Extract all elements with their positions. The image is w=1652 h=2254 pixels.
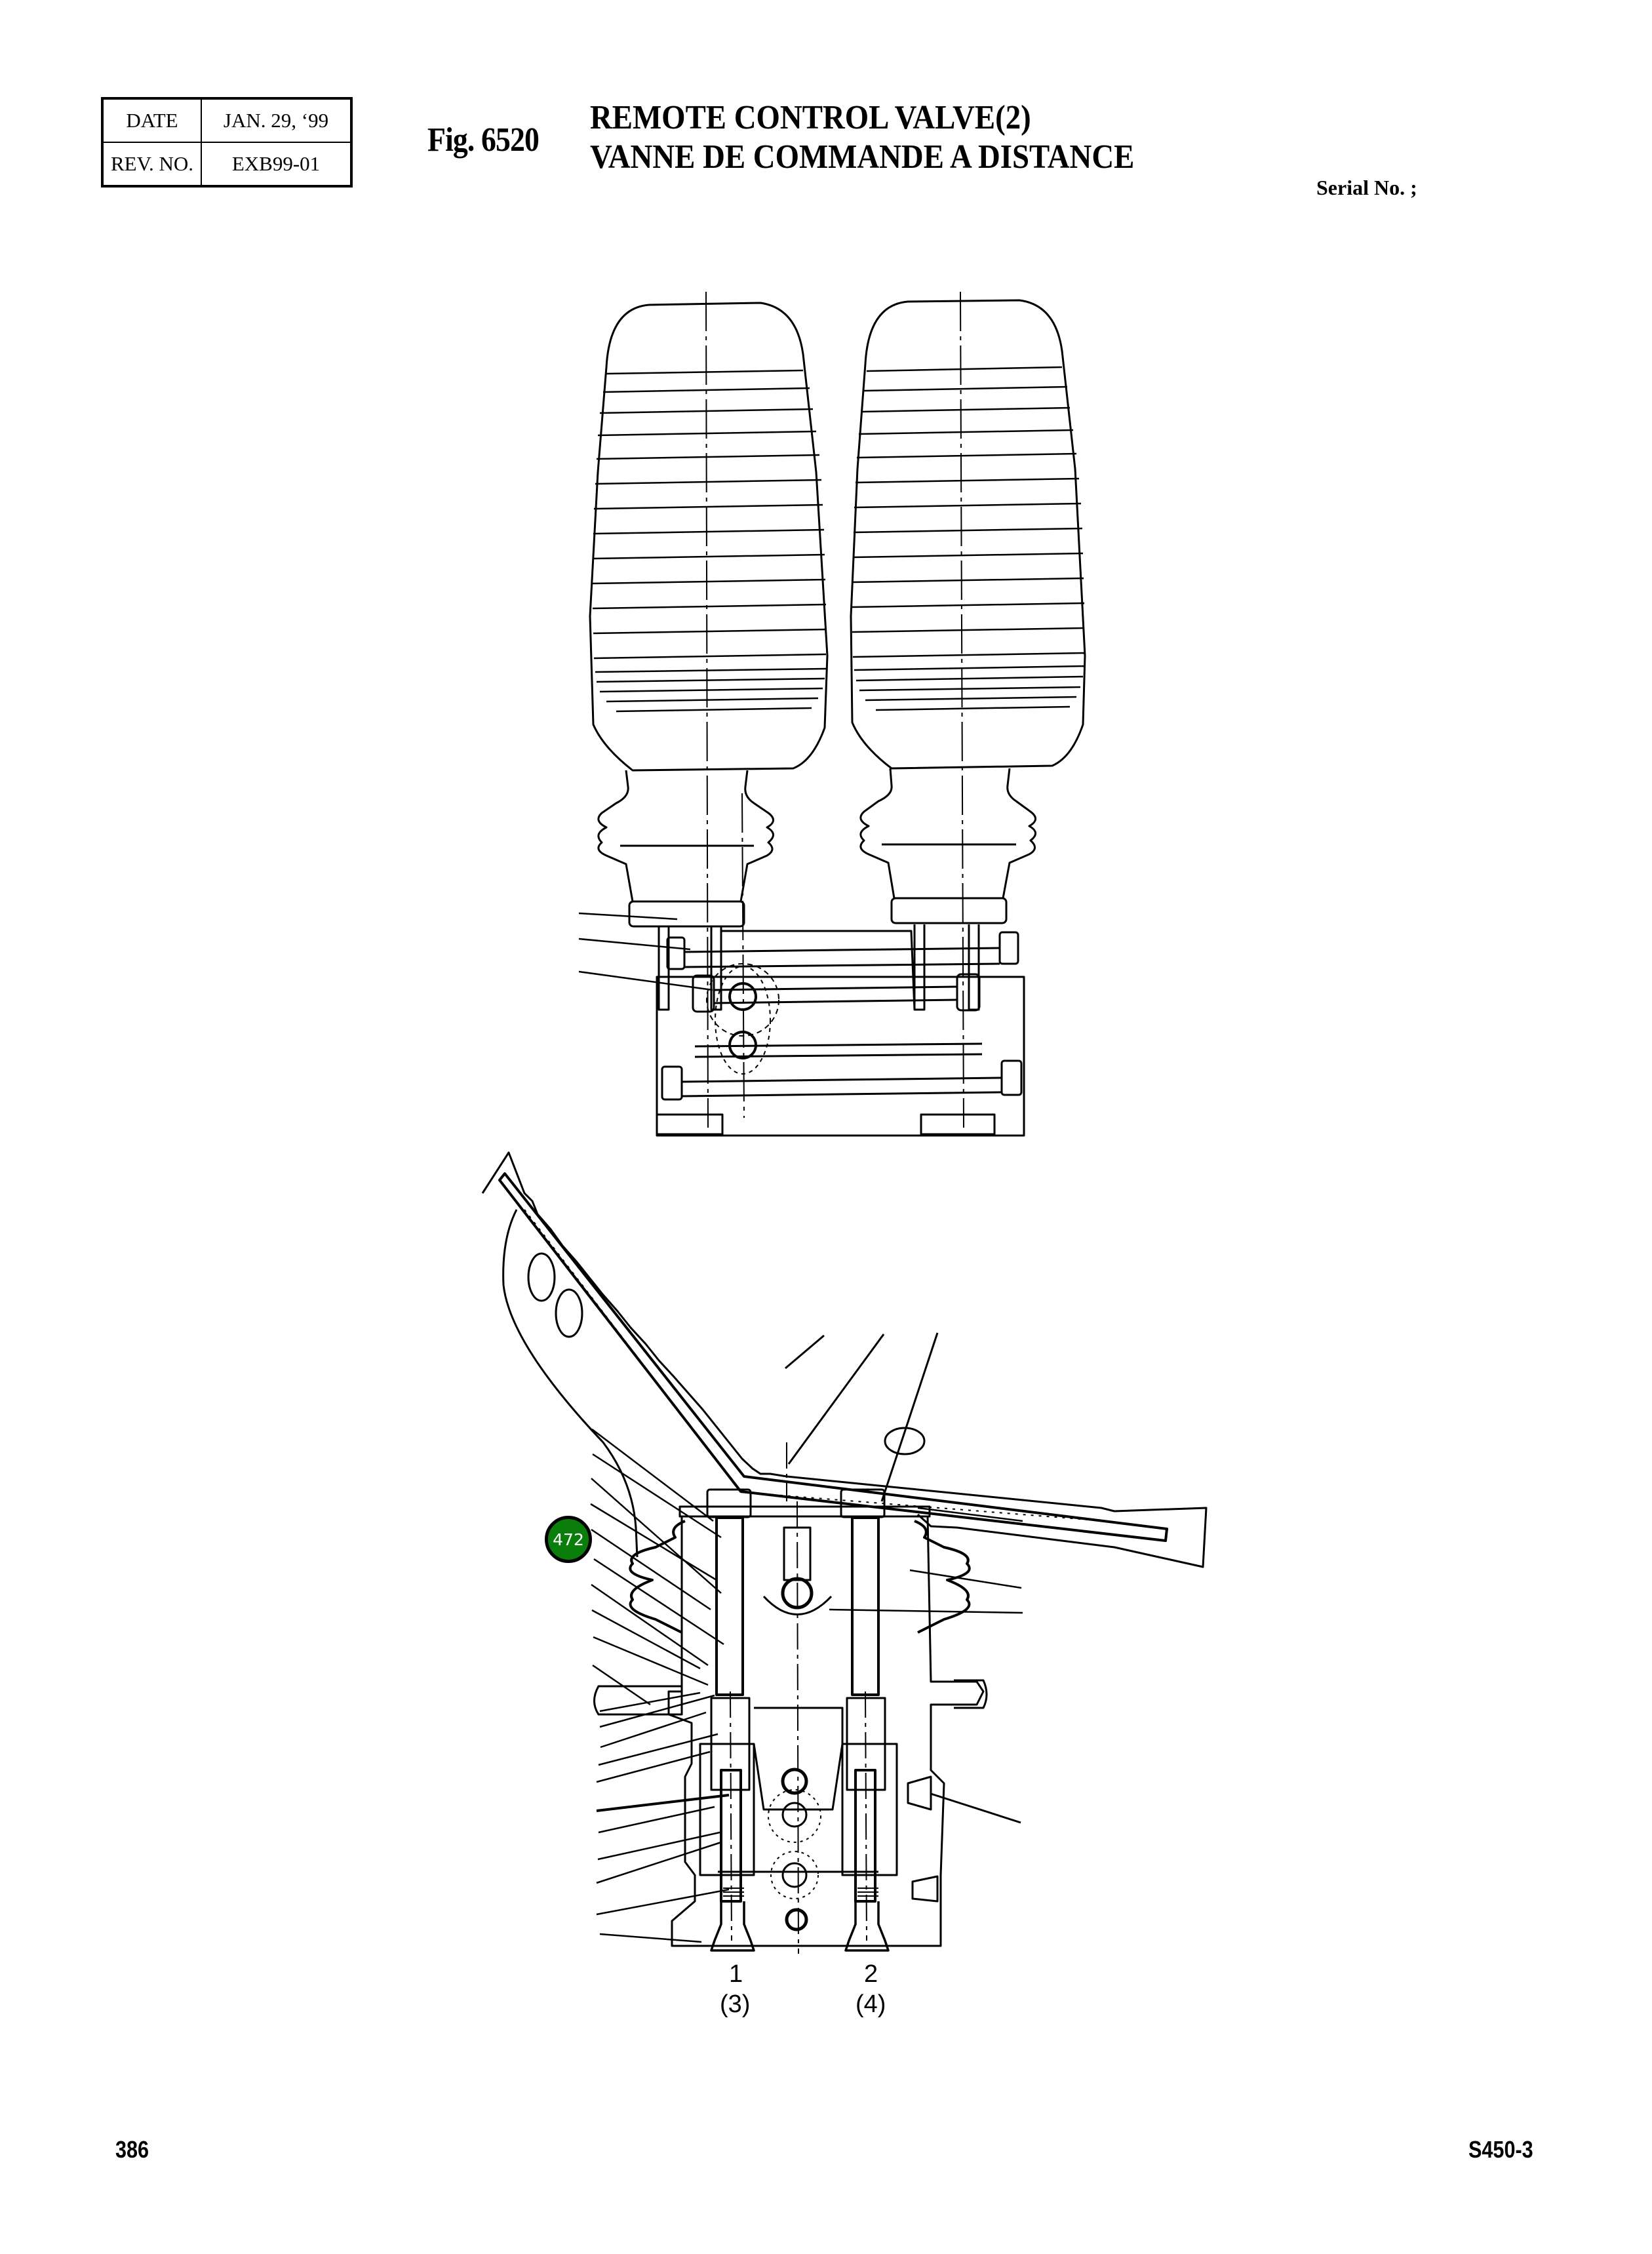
rev-no-label: REV. NO. — [102, 142, 202, 187]
figure-title-french: VANNE DE COMMANDE A DISTANCE — [590, 138, 1135, 176]
rev-no-value: EXB99-01 — [201, 142, 352, 187]
date-label: DATE — [102, 98, 202, 143]
serial-number-label: Serial No. ; — [1316, 176, 1417, 199]
part-callout-472[interactable]: 472 — [545, 1516, 592, 1563]
valve-body-section-icon — [593, 1488, 988, 1952]
port-2-alt: (4) — [856, 1990, 886, 2018]
revision-box: DATE JAN. 29, ‘99 REV. NO. EXB99-01 — [101, 97, 353, 188]
port-1-number: 1 — [729, 1960, 743, 1988]
page-number: 386 — [115, 2136, 149, 2163]
port-1-alt: (3) — [720, 1990, 751, 2018]
left-grip-icon — [589, 302, 829, 928]
model-number: S450-3 — [1468, 2136, 1533, 2163]
port-2-number: 2 — [864, 1960, 878, 1988]
valve-block-top-view-icon — [656, 924, 1025, 1137]
date-value: JAN. 29, ‘99 — [201, 98, 352, 143]
figure-title-english: REMOTE CONTROL VALVE(2) — [590, 99, 1031, 136]
right-grip-icon — [850, 299, 1086, 924]
figure-number: Fig. 6520 — [427, 121, 540, 159]
